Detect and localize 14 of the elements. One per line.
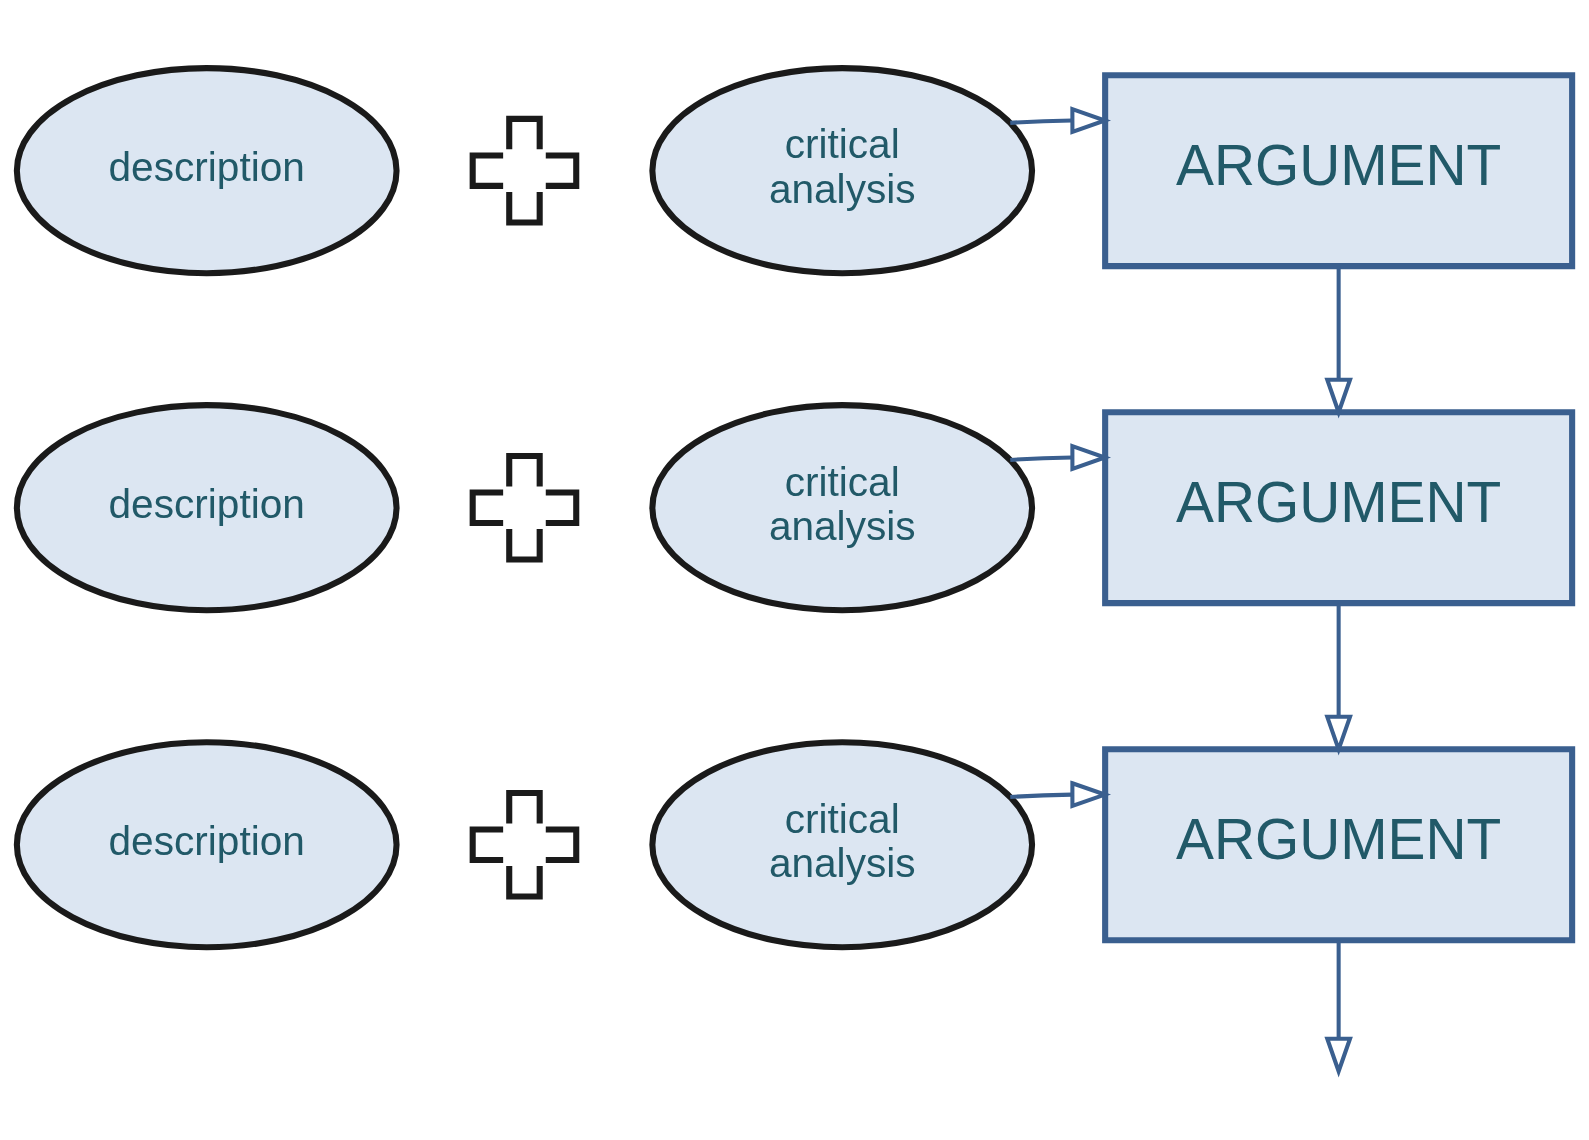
arrow [1010, 105, 1112, 135]
node-box: ARGUMENT [1102, 745, 1576, 943]
arrow [1324, 266, 1353, 418]
node-ellipse: critical analysis [649, 64, 1036, 276]
node-box: ARGUMENT [1102, 71, 1576, 269]
node-ellipse: description [13, 738, 400, 950]
node-ellipse: critical analysis [649, 738, 1036, 950]
arrow [1010, 442, 1112, 472]
node-box: ARGUMENT [1102, 408, 1576, 606]
node-ellipse: description [13, 64, 400, 276]
node-ellipse: description [13, 401, 400, 613]
arrow [1324, 603, 1353, 755]
arrow [1010, 779, 1112, 809]
node-ellipse: critical analysis [649, 401, 1036, 613]
